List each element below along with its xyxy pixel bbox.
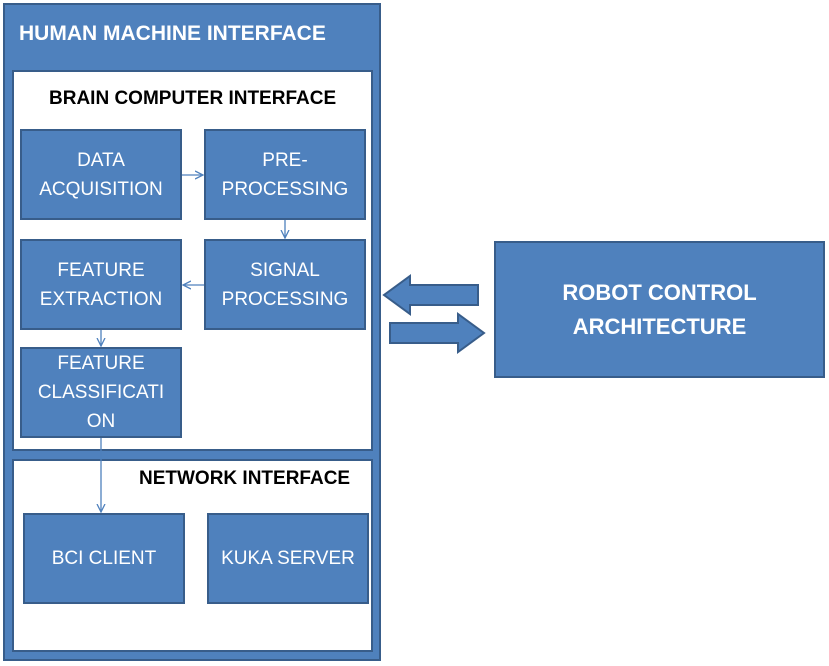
hmi-title: HUMAN MACHINE INTERFACE [19, 22, 326, 45]
block-arrow-hmi-to-robot [389, 312, 486, 354]
pre-processing-block: PRE- PROCESSING [204, 129, 366, 220]
bci-client-block: BCI CLIENT [23, 513, 185, 604]
signal-processing-block: SIGNAL PROCESSING [204, 239, 366, 330]
kuka-server-block: KUKA SERVER [207, 513, 369, 604]
feature-extraction-block: FEATURE EXTRACTION [20, 239, 182, 330]
bci-title: BRAIN COMPUTER INTERFACE [49, 88, 337, 109]
feature-classification-block: FEATURE CLASSIFICATI ON [20, 347, 182, 438]
block-arrow-robot-to-hmi [382, 274, 479, 316]
robot-control-architecture-block: ROBOT CONTROL ARCHITECTURE [494, 241, 825, 378]
data-acquisition-block: DATA ACQUISITION [20, 129, 182, 220]
network-title: NETWORK INTERFACE [139, 468, 351, 489]
